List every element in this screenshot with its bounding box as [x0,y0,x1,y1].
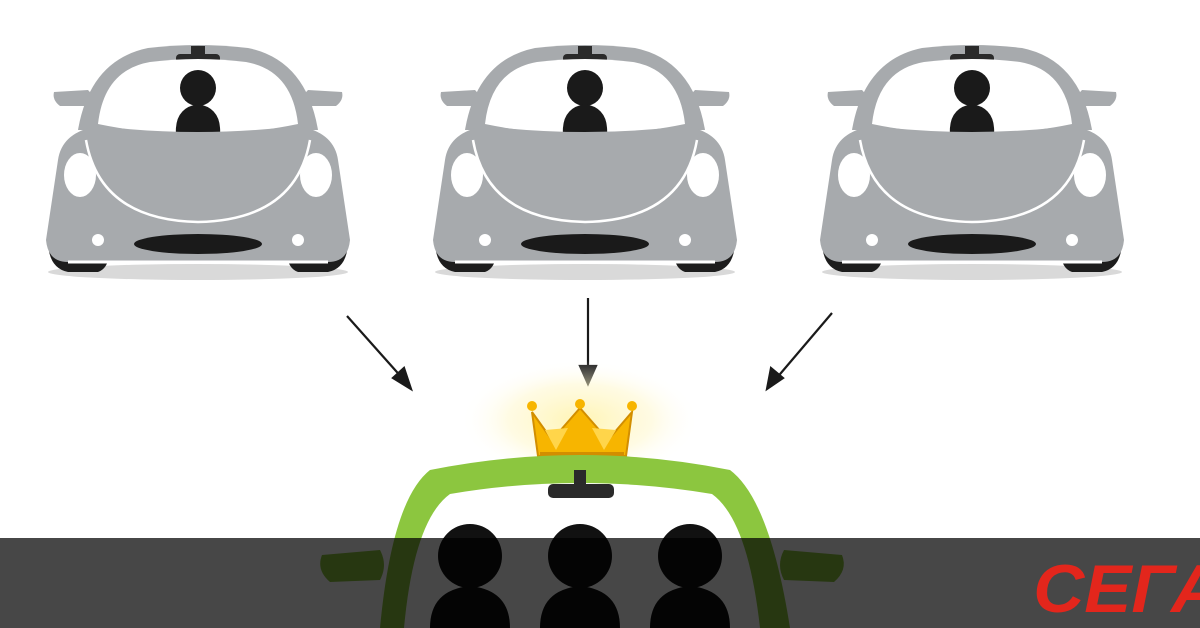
arrow-icon [346,315,413,392]
gray-car-icon [818,43,1126,282]
arrow-icon [765,312,833,392]
sega-logo[interactable]: СЕГА [1033,550,1200,627]
logo-text: СЕГА [1033,550,1200,627]
gray-car-icon [431,43,739,282]
bottom-overlay-band [0,538,1200,628]
crown-icon [527,399,637,457]
gray-car-icon [44,43,352,282]
